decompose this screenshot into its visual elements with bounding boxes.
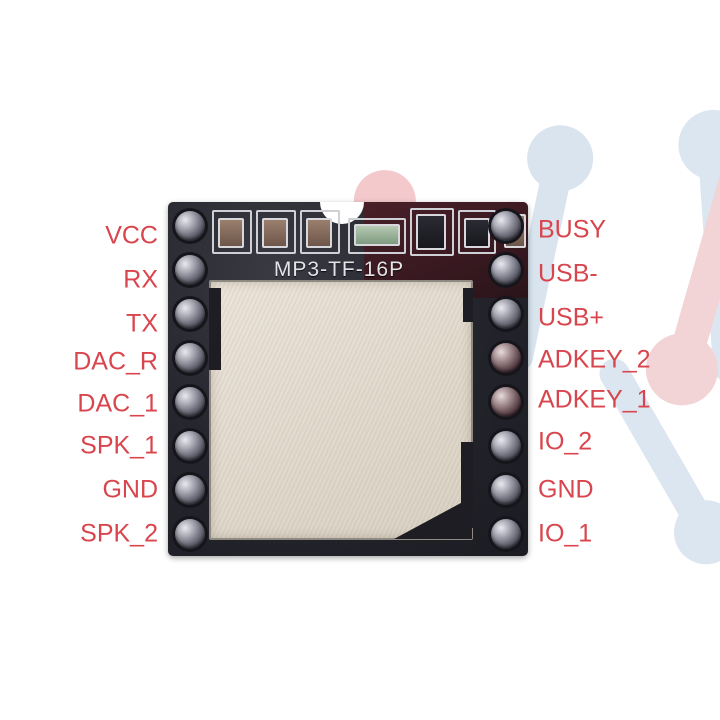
solder-pad <box>175 299 205 329</box>
solder-pad <box>491 519 521 549</box>
silk-outline-1 <box>212 210 252 254</box>
sd-clip-left <box>209 288 221 370</box>
pin-shape-blue-2-head <box>676 107 720 183</box>
smd-resistor-3 <box>306 218 332 248</box>
pin-label-rx: RX <box>123 265 158 294</box>
solder-pad <box>491 255 521 285</box>
silkscreen-part-number: MP3-TF-16P <box>273 258 405 281</box>
silk-outline-3 <box>300 210 340 254</box>
pin-shape-blue-4-stem <box>594 353 716 534</box>
pin-label-adkey-2: ADKEY_2 <box>538 345 651 374</box>
solder-pad <box>491 343 521 373</box>
smd-resistor-1 <box>218 218 244 248</box>
smd-led <box>354 224 400 246</box>
pin-label-io-2: IO_2 <box>538 427 593 456</box>
pin-label-busy: BUSY <box>538 215 607 244</box>
pin-label-gnd: GND <box>538 475 594 504</box>
pin-label-io-1: IO_1 <box>538 519 593 548</box>
solder-pad <box>491 211 521 241</box>
solder-pad <box>175 519 205 549</box>
pin-shape-blue-2 <box>676 107 720 412</box>
sd-clip-right-top <box>463 288 473 322</box>
silk-outline-5 <box>410 208 454 256</box>
solder-pad <box>175 431 205 461</box>
solder-pad <box>175 475 205 505</box>
mp3-tf-16p-pcb: MP3-TF-16P <box>168 202 528 556</box>
pin-shape-blue-1-head <box>520 119 600 198</box>
pin-label-dac-r: DAC_R <box>73 347 158 376</box>
solder-pad <box>175 255 205 285</box>
pin-label-dac-1: DAC_1 <box>77 389 158 418</box>
pin-shape-blue-2-stem <box>698 152 720 384</box>
microsd-card-socket <box>209 280 473 540</box>
pin-label-spk-2: SPK_2 <box>80 519 158 548</box>
smd-ic-1 <box>416 214 446 250</box>
pin-label-usb-: USB- <box>538 259 598 288</box>
solder-pad <box>175 211 205 241</box>
silk-outline-4 <box>348 218 406 254</box>
sd-corner-bevel <box>394 497 472 539</box>
smd-ic-2 <box>464 218 490 248</box>
solder-pad <box>491 475 521 505</box>
solder-pad <box>491 387 521 417</box>
silk-outline-2 <box>256 210 296 254</box>
pin-shape-pink-2-stem <box>667 125 720 366</box>
pin-label-tx: TX <box>126 309 158 338</box>
pin-label-gnd: GND <box>102 475 158 504</box>
pin-shape-blue-4-head <box>662 488 720 576</box>
solder-pad <box>491 431 521 461</box>
solder-pad <box>175 343 205 373</box>
solder-pad <box>175 387 205 417</box>
solder-pad <box>491 299 521 329</box>
pin-label-usb-: USB+ <box>538 303 605 332</box>
smd-resistor-2 <box>262 218 288 248</box>
pin-label-vcc: VCC <box>105 221 158 250</box>
pin-label-adkey-1: ADKEY_1 <box>538 385 651 414</box>
pin-label-spk-1: SPK_1 <box>80 431 158 460</box>
